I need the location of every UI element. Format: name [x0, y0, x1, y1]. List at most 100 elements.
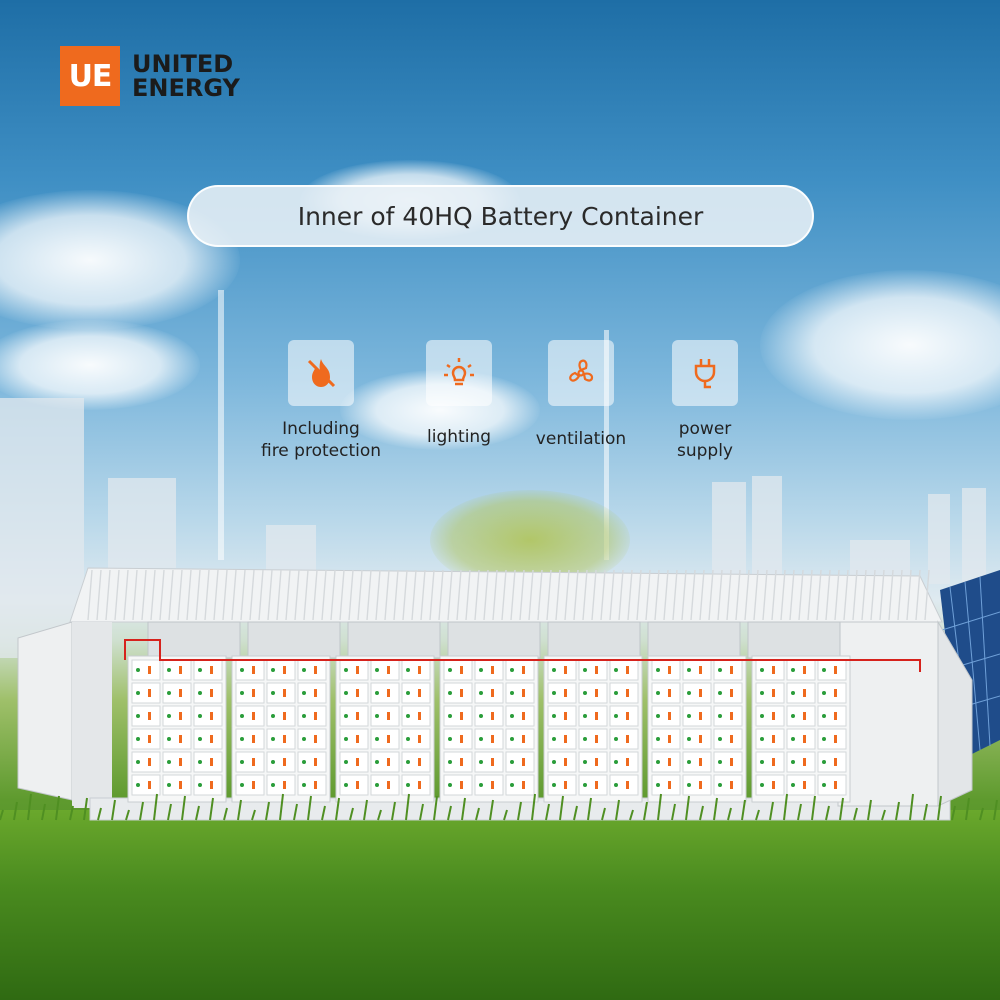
battery-module	[401, 751, 431, 773]
building	[962, 488, 986, 584]
battery-module	[609, 751, 639, 773]
building	[266, 525, 316, 575]
logo-mark: UE	[60, 46, 120, 106]
battery-module	[193, 774, 223, 796]
battery-module	[817, 751, 847, 773]
battery-module	[474, 774, 504, 796]
feature-label: ventilation	[535, 429, 627, 449]
battery-module	[443, 774, 473, 796]
battery-module	[339, 682, 369, 704]
battery-module	[266, 705, 296, 727]
battery-module	[339, 774, 369, 796]
battery-module	[443, 728, 473, 750]
battery-module	[266, 751, 296, 773]
battery-module	[682, 774, 712, 796]
battery-rack-top	[547, 621, 641, 659]
battery-module	[755, 751, 785, 773]
battery-module	[713, 774, 743, 796]
battery-module	[547, 774, 577, 796]
battery-module	[162, 682, 192, 704]
battery-module	[370, 705, 400, 727]
battery-module	[297, 705, 327, 727]
battery-module	[651, 774, 681, 796]
battery-module	[786, 774, 816, 796]
battery-module	[339, 728, 369, 750]
battery-module	[609, 774, 639, 796]
feature-label: power supply	[677, 419, 733, 461]
battery-module	[131, 774, 161, 796]
battery-module	[547, 705, 577, 727]
battery-module	[786, 728, 816, 750]
container-wall-left	[72, 622, 112, 808]
battery-module	[162, 728, 192, 750]
battery-module	[297, 751, 327, 773]
battery-module	[547, 682, 577, 704]
battery-module	[505, 705, 535, 727]
battery-module	[131, 659, 161, 681]
battery-module	[266, 728, 296, 750]
battery-module	[547, 728, 577, 750]
logo-text: UNITED ENERGY	[132, 52, 240, 100]
battery-module	[370, 728, 400, 750]
battery-module	[297, 774, 327, 796]
battery-module	[401, 682, 431, 704]
battery-module	[193, 728, 223, 750]
battery-module	[817, 682, 847, 704]
battery-module	[713, 728, 743, 750]
battery-module	[266, 774, 296, 796]
building	[928, 494, 950, 584]
battery-module	[755, 728, 785, 750]
battery-container	[0, 567, 998, 821]
battery-module	[339, 751, 369, 773]
battery-module	[578, 774, 608, 796]
battery-module	[547, 751, 577, 773]
wind-turbine	[604, 330, 609, 560]
fan-icon	[548, 340, 614, 406]
battery-module	[474, 682, 504, 704]
container-door-left	[17, 621, 73, 801]
battery-module	[370, 751, 400, 773]
page-title: Inner of 40HQ Battery Container	[187, 185, 814, 247]
battery-module	[817, 774, 847, 796]
battery-module	[443, 705, 473, 727]
brand-logo: UE UNITED ENERGY	[60, 46, 240, 106]
feature-ventilation: ventilation	[506, 340, 656, 450]
battery-module	[651, 728, 681, 750]
battery-module	[401, 728, 431, 750]
battery-module	[682, 705, 712, 727]
feature-lighting: lighting	[384, 340, 534, 448]
battery-module	[339, 705, 369, 727]
fire-protection-icon	[288, 340, 354, 406]
battery-module	[682, 751, 712, 773]
battery-module	[162, 705, 192, 727]
battery-module	[235, 774, 265, 796]
container-door-right	[937, 620, 973, 807]
building	[108, 478, 176, 568]
battery-module	[682, 682, 712, 704]
battery-module	[193, 682, 223, 704]
feature-label: lighting	[427, 427, 491, 447]
battery-rack-top	[647, 621, 741, 659]
battery-module	[266, 682, 296, 704]
battery-module	[505, 774, 535, 796]
battery-rack-top	[747, 621, 841, 659]
battery-module	[474, 705, 504, 727]
power-plug-icon	[672, 340, 738, 406]
feature-power-supply: power supply	[630, 340, 780, 462]
logo-line-2: ENERGY	[132, 74, 240, 102]
cloud	[0, 320, 200, 410]
battery-module	[786, 751, 816, 773]
battery-module	[370, 682, 400, 704]
building	[752, 476, 782, 582]
container-roof	[69, 567, 943, 623]
battery-module	[817, 728, 847, 750]
battery-module	[578, 705, 608, 727]
cloud	[760, 270, 1000, 420]
battery-module	[755, 682, 785, 704]
building	[0, 398, 84, 658]
battery-module	[755, 774, 785, 796]
battery-module	[297, 682, 327, 704]
battery-module	[786, 682, 816, 704]
battery-module	[651, 751, 681, 773]
